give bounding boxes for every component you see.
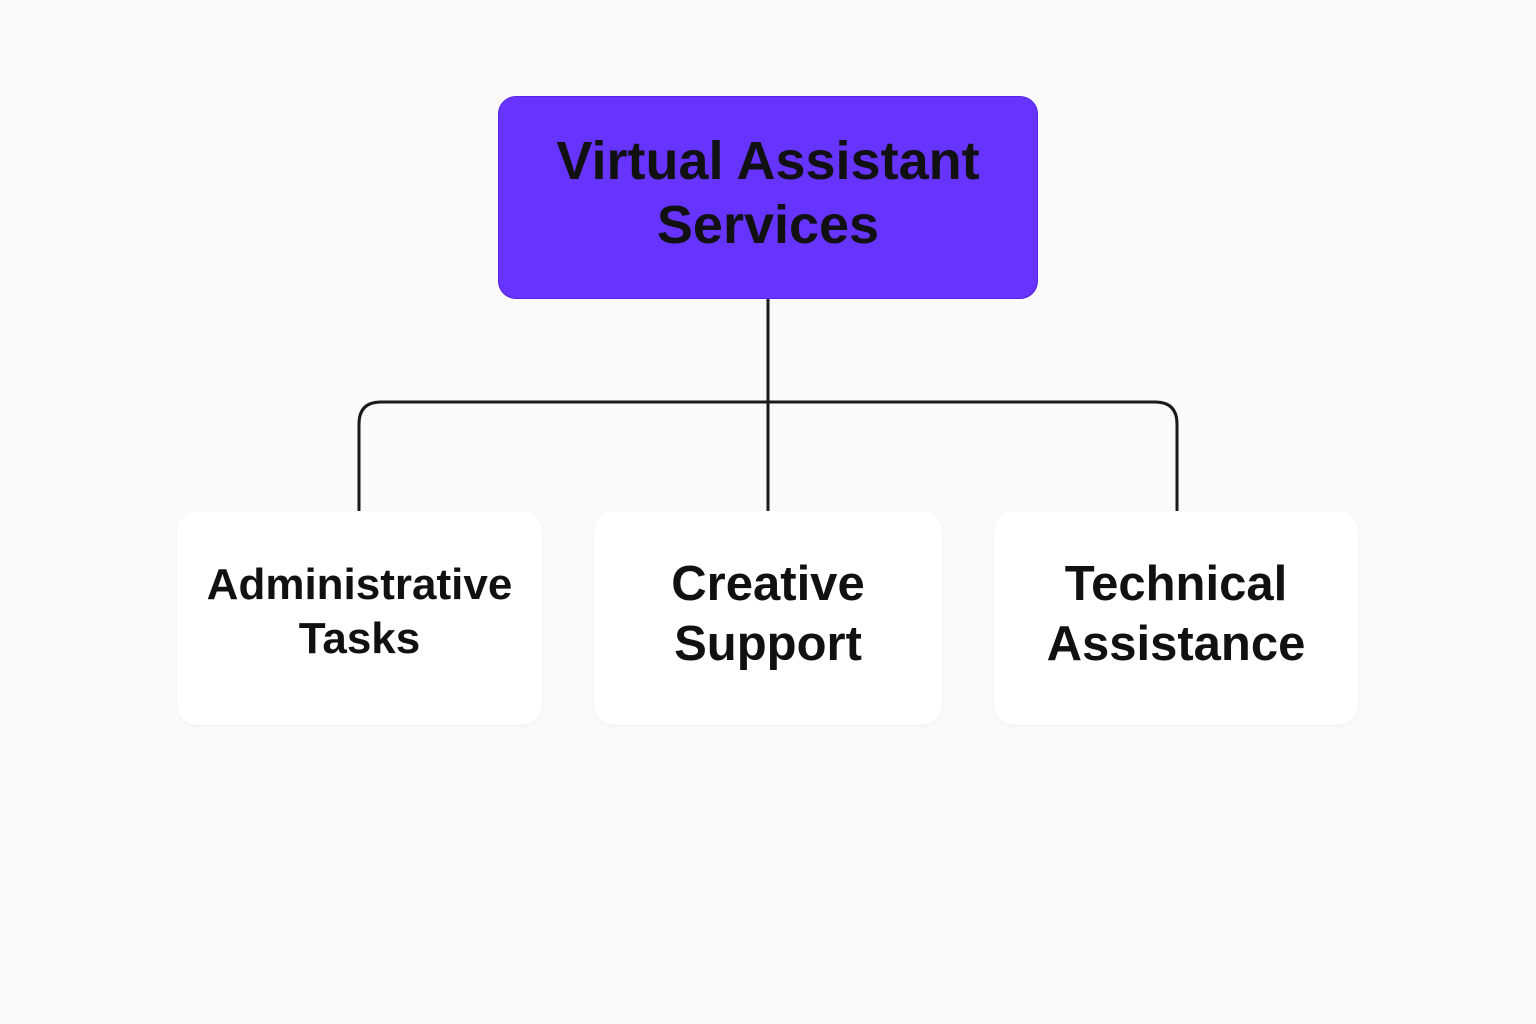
- root-node-virtual-assistant-services: Virtual Assistant Services: [498, 96, 1038, 299]
- child-node-administrative-tasks: Administrative Tasks: [177, 511, 542, 725]
- child-node-technical-assistance: Technical Assistance: [994, 511, 1358, 725]
- child-node-creative-support: Creative Support: [594, 511, 942, 725]
